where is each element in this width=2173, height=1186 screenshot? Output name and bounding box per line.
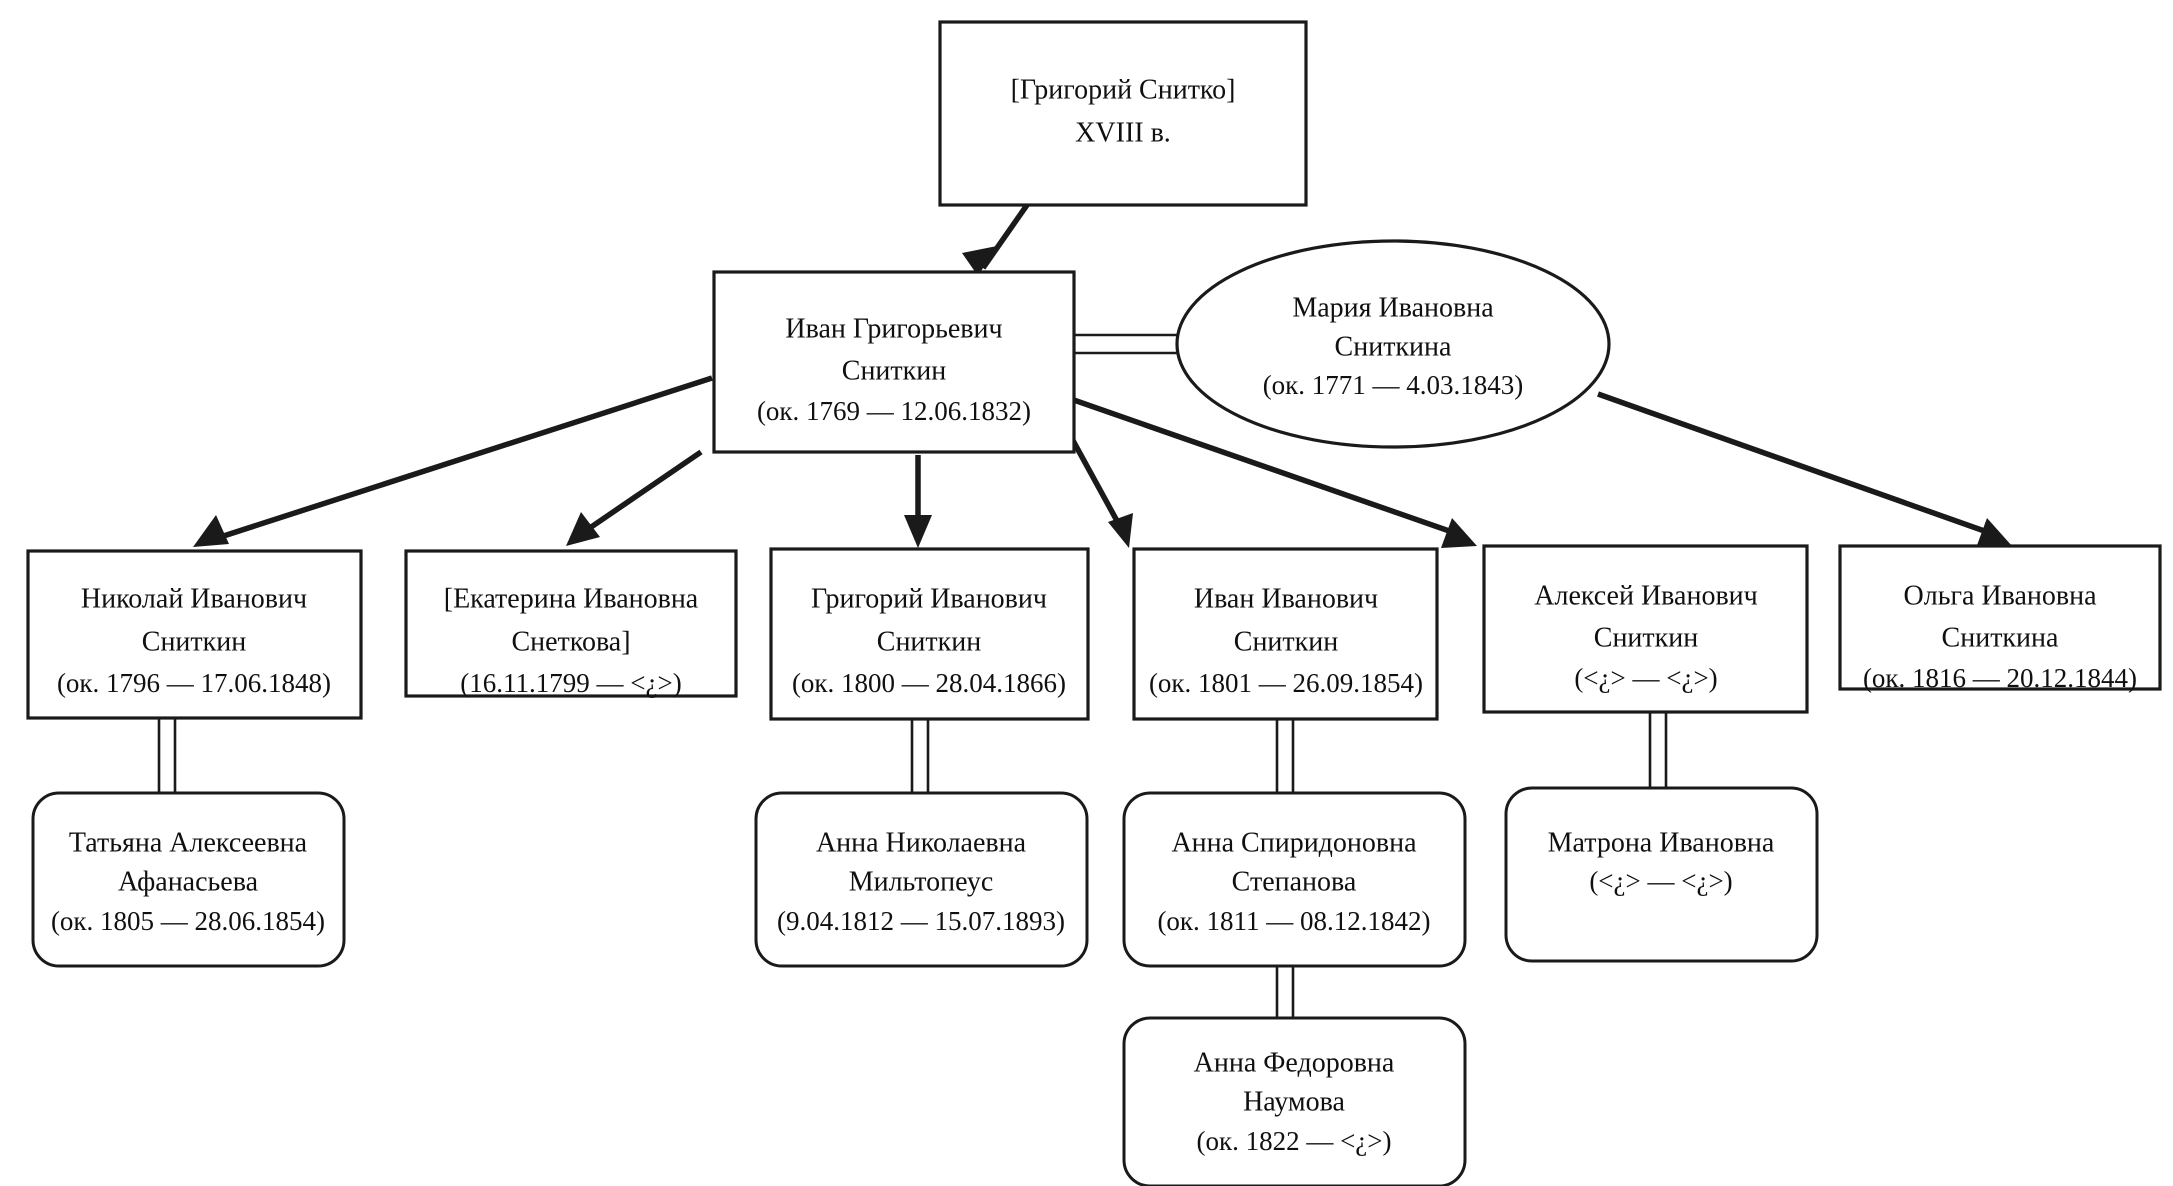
node-nikolay-ivanovich-line3: (ок. 1796 — 17.06.1848)	[57, 668, 331, 698]
node-ivan-grigorevich-line2: Сниткин	[842, 355, 946, 386]
node-olga-ivanovna-line3: (ок. 1816 — 20.12.1844)	[1863, 663, 2137, 693]
node-anna-miltopeus-line2: Мильтопеус	[849, 866, 994, 897]
node-tatyana-afanaseva-line2: Афанасьева	[118, 866, 259, 897]
node-olga-ivanovna-line2: Сниткина	[1942, 622, 2059, 653]
edge-mariya-ivanovna-to-olga-ivanovna	[1597, 391, 2012, 548]
node-aleksey-ivanovich-line1: Алексей Иванович	[1534, 580, 1757, 611]
node-grigoriy-snitko[interactable]: [Григорий Снитко] XVIII в.	[938, 20, 1308, 207]
node-aleksey-ivanovich-line2: Сниткин	[1594, 622, 1698, 653]
node-anna-naumova-line3: (ок. 1822 — <¿>)	[1196, 1126, 1391, 1156]
node-grigoriy-snitko-line2: XVIII в.	[1075, 117, 1171, 148]
node-mariya-ivanovna-line3: (ок. 1771 — 4.03.1843)	[1263, 370, 1524, 400]
node-anna-miltopeus[interactable]: Анна Николаевна Мильтопеус (9.04.1812 — …	[754, 791, 1089, 968]
node-anna-naumova-line1: Анна Федоровна	[1194, 1047, 1395, 1078]
marriage-link-aleksey-matrona	[1648, 712, 1668, 790]
node-ekaterina-ivanovna-line1: [Екатерина Ивановна	[444, 583, 699, 614]
node-tatyana-afanaseva-line1: Татьяна Алексеевна	[69, 827, 308, 858]
edge-grigoriy-snitko-to-ivan-grigorevich	[962, 203, 1030, 276]
edges-layer	[157, 203, 2012, 1018]
marriage-link-grigoriy-anna-miltopeus	[910, 718, 930, 794]
node-olga-ivanovna-line1: Ольга Ивановна	[1904, 580, 2098, 611]
marriage-link-nikolay-tatyana	[157, 718, 177, 794]
node-grigoriy-ivanovich[interactable]: Григорий Иванович Сниткин (ок. 1800 — 28…	[769, 547, 1090, 721]
node-grigoriy-ivanovich-line2: Сниткин	[877, 626, 981, 657]
edge-ivan-grigorevich-to-grigoriy-ivanovich	[904, 455, 932, 548]
node-anna-naumova-line2: Наумова	[1243, 1086, 1345, 1117]
node-mariya-ivanovna-line1: Мария Ивановна	[1292, 292, 1494, 323]
node-mariya-ivanovna-line2: Сниткина	[1335, 331, 1452, 362]
edge-ivan-grigorevich-to-nikolay-ivanovich	[193, 375, 713, 547]
node-ivan-ivanovich[interactable]: Иван Иванович Сниткин (ок. 1801 — 26.09.…	[1132, 547, 1439, 721]
node-anna-miltopeus-line3: (9.04.1812 — 15.07.1893)	[777, 906, 1065, 936]
node-nikolay-ivanovich-line2: Сниткин	[142, 626, 246, 657]
node-nikolay-ivanovich[interactable]: Николай Иванович Сниткин (ок. 1796 — 17.…	[26, 549, 363, 720]
node-matrona-ivanovna[interactable]: Матрона Ивановна (<¿> — <¿>)	[1504, 786, 1819, 963]
node-matrona-ivanovna-line2: (<¿> — <¿>)	[1589, 866, 1732, 896]
node-anna-miltopeus-line1: Анна Николаевна	[816, 827, 1027, 858]
node-tatyana-afanaseva-line3: (ок. 1805 — 28.06.1854)	[51, 906, 325, 936]
node-ekaterina-ivanovna-line2: Снеткова]	[511, 626, 630, 657]
node-ivan-grigorevich-line3: (ок. 1769 — 12.06.1832)	[757, 396, 1031, 426]
node-ekaterina-ivanovna-line3: (16.11.1799 — <¿>)	[460, 668, 681, 698]
node-ivan-ivanovich-line1: Иван Иванович	[1194, 583, 1378, 614]
node-ivan-ivanovich-line3: (ок. 1801 — 26.09.1854)	[1149, 668, 1423, 698]
node-ivan-ivanovich-line2: Сниткин	[1234, 626, 1338, 657]
node-grigoriy-ivanovich-line3: (ок. 1800 — 28.04.1866)	[792, 668, 1066, 698]
node-nikolay-ivanovich-line1: Николай Иванович	[81, 583, 307, 614]
node-ivan-grigorevich-line1: Иван Григорьевич	[785, 313, 1002, 344]
node-grigoriy-ivanovich-line1: Григорий Иванович	[811, 583, 1047, 614]
node-anna-stepanova-line1: Анна Спиридоновна	[1171, 827, 1417, 858]
marriage-link-ivan-mariya	[1073, 333, 1179, 355]
node-tatyana-afanaseva[interactable]: Татьяна Алексеевна Афанасьева (ок. 1805 …	[31, 791, 346, 968]
node-matrona-ivanovna-line1: Матрона Ивановна	[1548, 827, 1775, 858]
node-olga-ivanovna[interactable]: Ольга Ивановна Сниткина (ок. 1816 — 20.1…	[1838, 544, 2162, 693]
node-ivan-grigorevich[interactable]: Иван Григорьевич Сниткин (ок. 1769 — 12.…	[712, 270, 1076, 454]
node-anna-stepanova-line2: Степанова	[1232, 866, 1357, 897]
node-grigoriy-snitko-line1: [Григорий Снитко]	[1011, 74, 1236, 105]
node-anna-stepanova-line3: (ок. 1811 — 08.12.1842)	[1157, 906, 1430, 936]
node-ekaterina-ivanovna[interactable]: [Екатерина Ивановна Снеткова] (16.11.179…	[404, 549, 738, 698]
node-mariya-ivanovna[interactable]: Мария Ивановна Сниткина (ок. 1771 — 4.03…	[1175, 239, 1611, 449]
node-anna-naumova[interactable]: Анна Федоровна Наумова (ок. 1822 — <¿>)	[1122, 1016, 1467, 1186]
node-aleksey-ivanovich-line3: (<¿> — <¿>)	[1574, 663, 1717, 693]
node-aleksey-ivanovich[interactable]: Алексей Иванович Сниткин (<¿> — <¿>)	[1482, 544, 1809, 714]
edge-ivan-grigorevich-to-ekaterina-ivanovna	[566, 449, 703, 546]
edge-ivan-grigorevich-to-aleksey-ivanovich	[1067, 395, 1477, 548]
node-anna-stepanova[interactable]: Анна Спиридоновна Степанова (ок. 1811 — …	[1122, 791, 1467, 968]
marriage-link-ivan-anna-stepanova	[1275, 718, 1295, 794]
